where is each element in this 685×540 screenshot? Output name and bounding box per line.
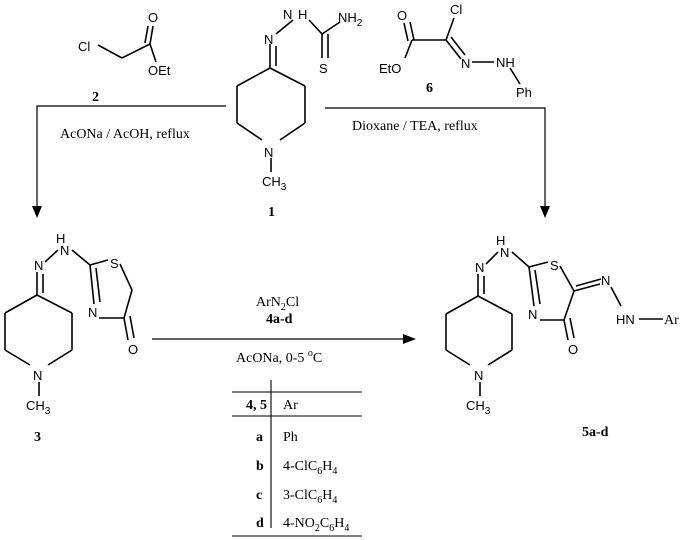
methyl-label: CH3 [466,398,491,417]
table-row: a Ph [256,430,298,445]
row-ar: Ph [283,430,298,445]
bottom-arrow: ArN2Cl 4a-d AcONa, 0-5 oC [152,295,416,366]
aryl-label: Ar [664,313,679,328]
thione-sulfur-label: S [319,61,328,76]
ester-oxygen-label: O [397,8,407,23]
ethoxy-label: EtO [379,61,401,76]
compound-1: N N H NH2 S N CH3 1 [236,7,363,220]
imine-nitrogen-label: N [475,260,484,275]
row-id: b [256,459,264,474]
substituent-table: 4, 5 Ar a Ph b 4-ClC6H4 c 3-ClC6H4 d 4-N… [232,380,362,537]
amino-group-label: NH2 [338,10,363,29]
row-ar: 4-ClC6H4 [283,459,337,477]
azo-nitrogen-label: N [601,273,610,288]
thiazole-nitrogen-label: N [528,307,537,322]
right-conditions: Dioxane / TEA, reflux [352,119,478,134]
carbonyl-oxygen-label: O [128,342,138,357]
thiazole-sulfur-label: S [550,258,559,273]
compound-2: Cl O OEt 2 [78,10,171,105]
row-ar: 4-NO2C6H4 [283,516,349,534]
compound-6: O Cl EtO N NH Ph 6 [379,2,532,100]
table-row: c 3-ClC6H4 [256,488,337,506]
compound-3: H N N S N O N CH3 3 [4,231,138,445]
table-row: d 4-NO2C6H4 [256,516,349,534]
hydrazine-nitrogen-label: N [60,243,69,258]
hydrazine-nitrogen-label: N [500,245,509,260]
hn-label: HN [616,312,635,327]
thiazole-nitrogen-label: N [88,305,97,320]
bottom-conditions: AcONa, 0-5 oC [236,348,322,366]
chlorine-label: Cl [78,39,90,54]
reagent-number: 4a-d [266,312,293,327]
compound-5: H N N S N O N HN Ar N CH3 5a-d [445,233,679,440]
methyl-label: CH3 [26,398,51,417]
compound-1-number: 1 [268,205,275,220]
row-id: a [256,430,263,445]
hydrazine-hydrogen-label: H [298,7,307,22]
chlorine-label: Cl [450,2,462,17]
phenyl-label: Ph [516,85,532,100]
imine-nitrogen-label: N [34,258,43,273]
table-header-id: 4, 5 [246,398,267,413]
compound-2-number: 2 [92,90,99,105]
nh-label: NH [496,55,515,70]
compound-5-number: 5a-d [582,425,609,440]
carbonyl-oxygen-label: O [568,342,578,357]
hydrazone-nitrogen-label: N [461,56,470,71]
table-row: b 4-ClC6H4 [256,459,337,477]
left-conditions: AcONa / AcOH, reflux [60,127,190,142]
row-id: c [256,488,262,503]
hydrazine-hydrogen-label: H [56,231,65,246]
hydrazine-nitrogen-label: N [283,7,292,22]
compound-6-number: 6 [426,81,433,96]
row-id: d [256,516,264,531]
compound-3-number: 3 [34,430,41,445]
top-arrows: AcONa / AcOH, reflux Dioxane / TEA, refl… [32,105,550,218]
methyl-label: CH3 [262,174,287,193]
thiazole-sulfur-label: S [110,256,119,271]
row-ar: 3-ClC6H4 [283,488,337,506]
hydrazine-hydrogen-label: H [496,233,505,248]
ring-nitrogen-label: N [264,145,273,160]
table-header-ar: Ar [283,398,298,413]
ring-nitrogen-label: N [33,368,42,383]
imine-nitrogen-label: N [264,32,273,47]
ethoxy-label: OEt [148,63,171,78]
diazonium-reagent: ArN2Cl [256,295,299,313]
carbonyl-oxygen-label: O [148,10,158,25]
ring-nitrogen-label: N [474,368,483,383]
